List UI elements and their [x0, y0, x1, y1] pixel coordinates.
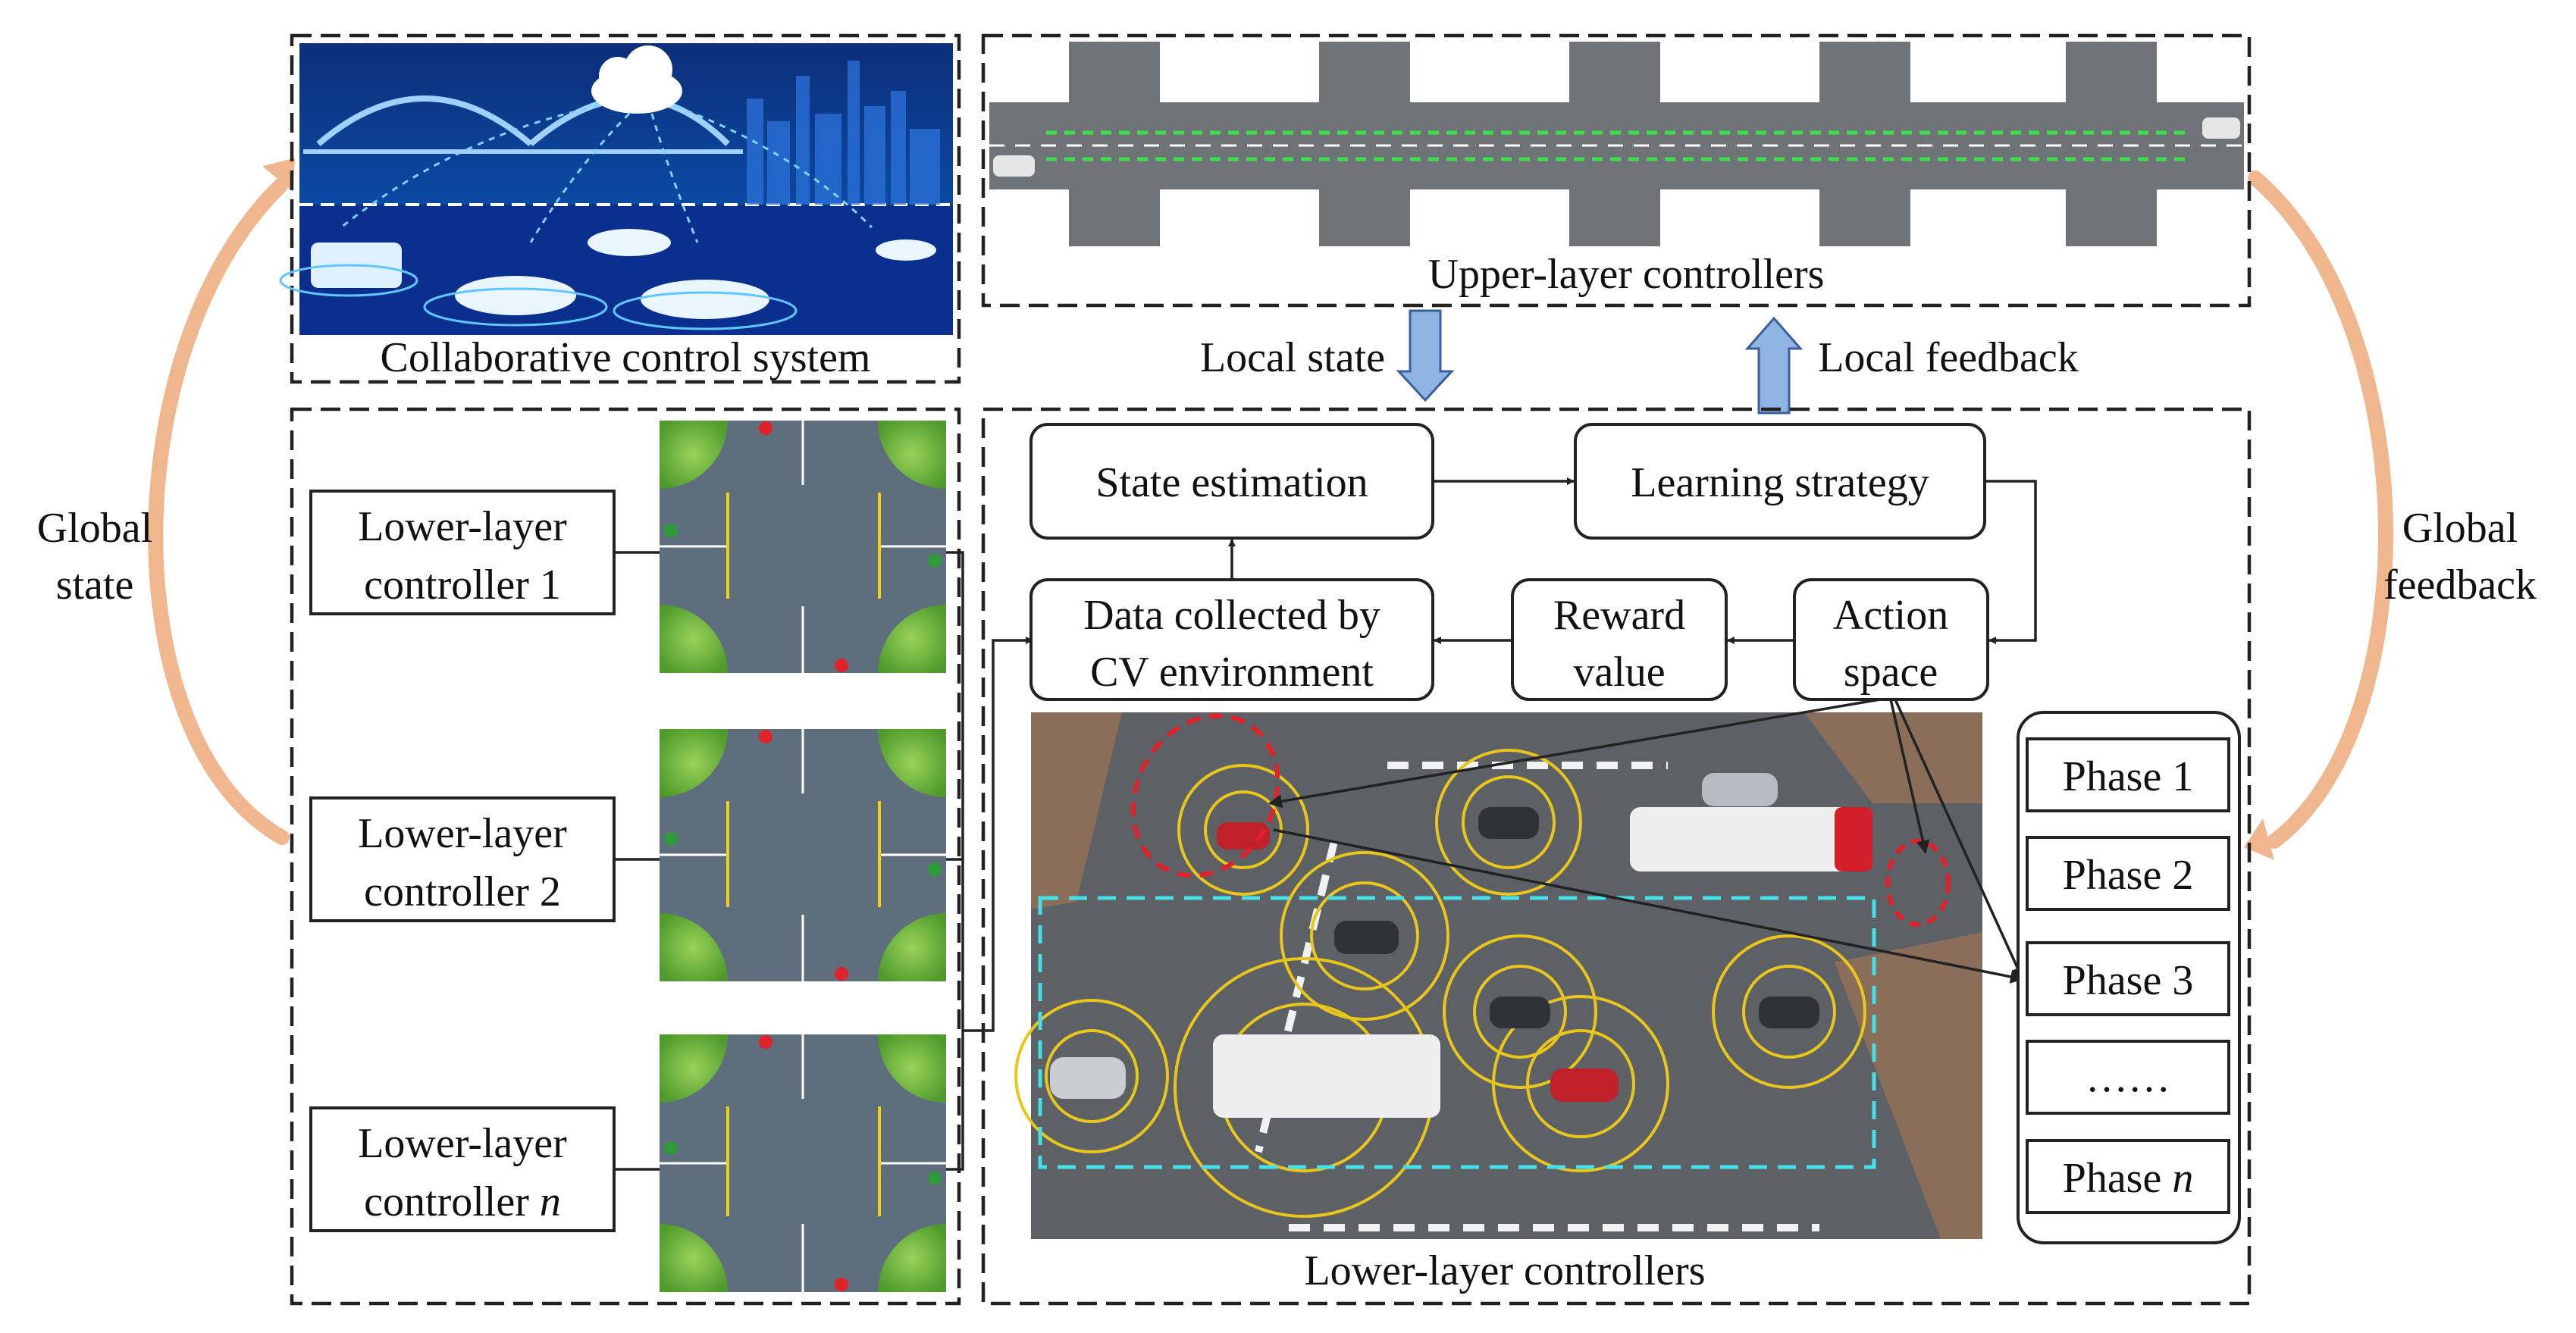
lower-layer-label: Lower-layer controllers [1304, 1247, 1705, 1294]
global-feedback-label-1: Global [2402, 505, 2518, 552]
controller-box-n: Lower-layer controller n [309, 1106, 616, 1232]
intersection-image-n [660, 1034, 946, 1292]
state-estimation-label: State estimation [1095, 459, 1368, 506]
controller-box-1: Lower-layer controller 1 [309, 490, 616, 615]
controller-1-index: 1 [540, 562, 561, 609]
intersection-image-1 [660, 421, 946, 673]
reward-value-box: Reward value [1511, 578, 1728, 701]
reward-label-2: value [1573, 649, 1665, 696]
controller-box-2: Lower-layer controller 2 [309, 796, 616, 922]
controller-n-index: n [540, 1178, 561, 1225]
controller-1-line1: Lower-layer [358, 503, 567, 550]
action-label-1: Action [1833, 592, 1948, 639]
data-collected-label-1: Data collected by [1083, 592, 1380, 639]
controller-1-line2: controller [364, 562, 529, 609]
svg-text:controller 2: controller 2 [364, 868, 561, 915]
phase-box-2: Phase 2 [2026, 836, 2230, 911]
action-label-2: space [1844, 649, 1938, 696]
svg-text:controller 1: controller 1 [364, 562, 561, 609]
svg-text:controller n: controller n [364, 1178, 561, 1225]
intersection-image-2 [660, 729, 946, 981]
controller-2-line1: Lower-layer [358, 810, 567, 857]
lower-layer-right-frame [981, 407, 2252, 1306]
collab-system-frame [290, 33, 961, 384]
phase-n-index: n [2172, 1155, 2193, 1202]
local-feedback-label: Local feedback [1818, 334, 2079, 381]
learning-strategy-label: Learning strategy [1631, 459, 1929, 506]
global-state-arc [148, 158, 296, 845]
collab-system-label: Collaborative control system [381, 334, 871, 381]
local-state-arrow [1396, 309, 1455, 402]
action-to-scene-arrows [1268, 698, 2024, 984]
data-collected-box: Data collected by CV environment [1029, 578, 1434, 701]
svg-text:Phase 1: Phase 1 [2063, 753, 2194, 800]
phase-n-label: Phase [2063, 1155, 2162, 1202]
cv-street-scene-image [1014, 712, 1982, 1239]
action-space-box: Action space [1793, 578, 1989, 701]
global-feedback-arc [2244, 171, 2394, 860]
phase-2-label: Phase [2063, 852, 2162, 899]
phase-box-n: Phase n [2026, 1139, 2230, 1214]
local-feedback-arrow [1744, 316, 1804, 415]
phase-box-1: Phase 1 [2026, 737, 2230, 812]
phase-2-index: 2 [2172, 852, 2193, 899]
phase-3-label: Phase [2063, 957, 2162, 1004]
phase-3-index: 3 [2172, 957, 2193, 1004]
arterial-road-image [989, 42, 2244, 246]
collab-night-image [279, 43, 953, 335]
controller-2-line2: controller [364, 868, 529, 915]
learning-strategy-box: Learning strategy [1574, 423, 1986, 540]
global-state-label-2: state [56, 562, 134, 609]
controller-n-line2: controller [364, 1178, 529, 1225]
state-estimation-box: State estimation [1029, 423, 1434, 540]
arrow-learning-to-action [1985, 480, 2037, 644]
reward-label-1: Reward [1553, 592, 1685, 639]
svg-text:Phase 2: Phase 2 [2063, 852, 2194, 899]
phase-ellipsis-label: …… [2086, 1054, 2170, 1101]
upper-layer-label: Upper-layer controllers [1428, 251, 1825, 298]
global-state-label-1: Global [37, 505, 152, 552]
svg-text:Phase 3: Phase 3 [2063, 957, 2194, 1004]
upper-layer-frame [981, 33, 2252, 308]
phase-box-ellipsis: …… [2026, 1040, 2230, 1115]
phase-1-label: Phase [2063, 753, 2162, 800]
data-collected-label-2: CV environment [1090, 649, 1374, 696]
svg-text:Phase n: Phase n [2063, 1155, 2194, 1202]
phase-1-index: 1 [2172, 753, 2193, 800]
controller-2-index: 2 [540, 868, 561, 915]
phase-box-3: Phase 3 [2026, 941, 2230, 1016]
controllers-bus-line [946, 551, 1033, 1171]
lower-layer-left-frame [290, 407, 961, 1306]
global-feedback-label-2: feedback [2383, 562, 2537, 609]
controller-n-line1: Lower-layer [358, 1120, 567, 1167]
local-state-label: Local state [1200, 334, 1385, 381]
